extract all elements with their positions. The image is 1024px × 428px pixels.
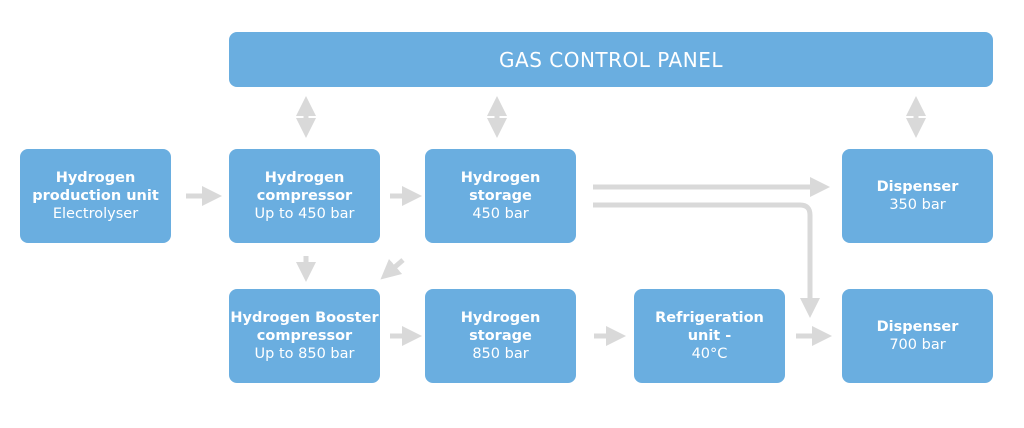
node-title: unit - [687, 328, 732, 344]
node-title: compressor [256, 188, 353, 204]
node-title: production unit [32, 188, 159, 204]
gas-control-panel: GAS CONTROL PANEL [229, 32, 993, 87]
node-title: Hydrogen Booster [230, 310, 379, 326]
node-title: Hydrogen [460, 310, 541, 326]
node-title: storage [469, 328, 532, 344]
node-subtitle: Up to 850 bar [254, 346, 355, 362]
node-subtitle: 450 bar [472, 206, 529, 222]
node-title: Hydrogen [264, 170, 345, 186]
node-dispenser-700: Dispenser 700 bar [842, 289, 993, 383]
node-subtitle: 350 bar [889, 197, 946, 213]
node-subtitle: Up to 450 bar [254, 206, 355, 222]
node-subtitle: 700 bar [889, 337, 946, 353]
node-title: Hydrogen [460, 170, 541, 186]
node-hydrogen-storage-850: Hydrogen storage 850 bar [425, 289, 576, 383]
arrow-storage450-to-booster [380, 258, 405, 280]
node-subtitle: 850 bar [472, 346, 529, 362]
node-title: Hydrogen [55, 170, 136, 186]
node-title: Dispenser [876, 179, 959, 195]
node-hydrogen-compressor: Hydrogen compressor Up to 450 bar [229, 149, 380, 243]
node-hydrogen-storage-450: Hydrogen storage 450 bar [425, 149, 576, 243]
node-hydrogen-booster-compressor: Hydrogen Booster compressor Up to 850 ba… [229, 289, 380, 383]
gas-control-panel-label: GAS CONTROL PANEL [499, 47, 723, 72]
node-subtitle: 40°C [691, 346, 728, 362]
node-title: storage [469, 188, 532, 204]
node-title: Dispenser [876, 319, 959, 335]
node-hydrogen-production-unit: Hydrogen production unit Electrolyser [20, 149, 171, 243]
node-dispenser-350: Dispenser 350 bar [842, 149, 993, 243]
node-title: Refrigeration [655, 310, 764, 326]
node-refrigeration-unit: Refrigeration unit - 40°C [634, 289, 785, 383]
node-subtitle: Electrolyser [52, 206, 139, 222]
arrow-storage450-to-dispenser700 [593, 202, 820, 318]
node-title: compressor [256, 328, 353, 344]
